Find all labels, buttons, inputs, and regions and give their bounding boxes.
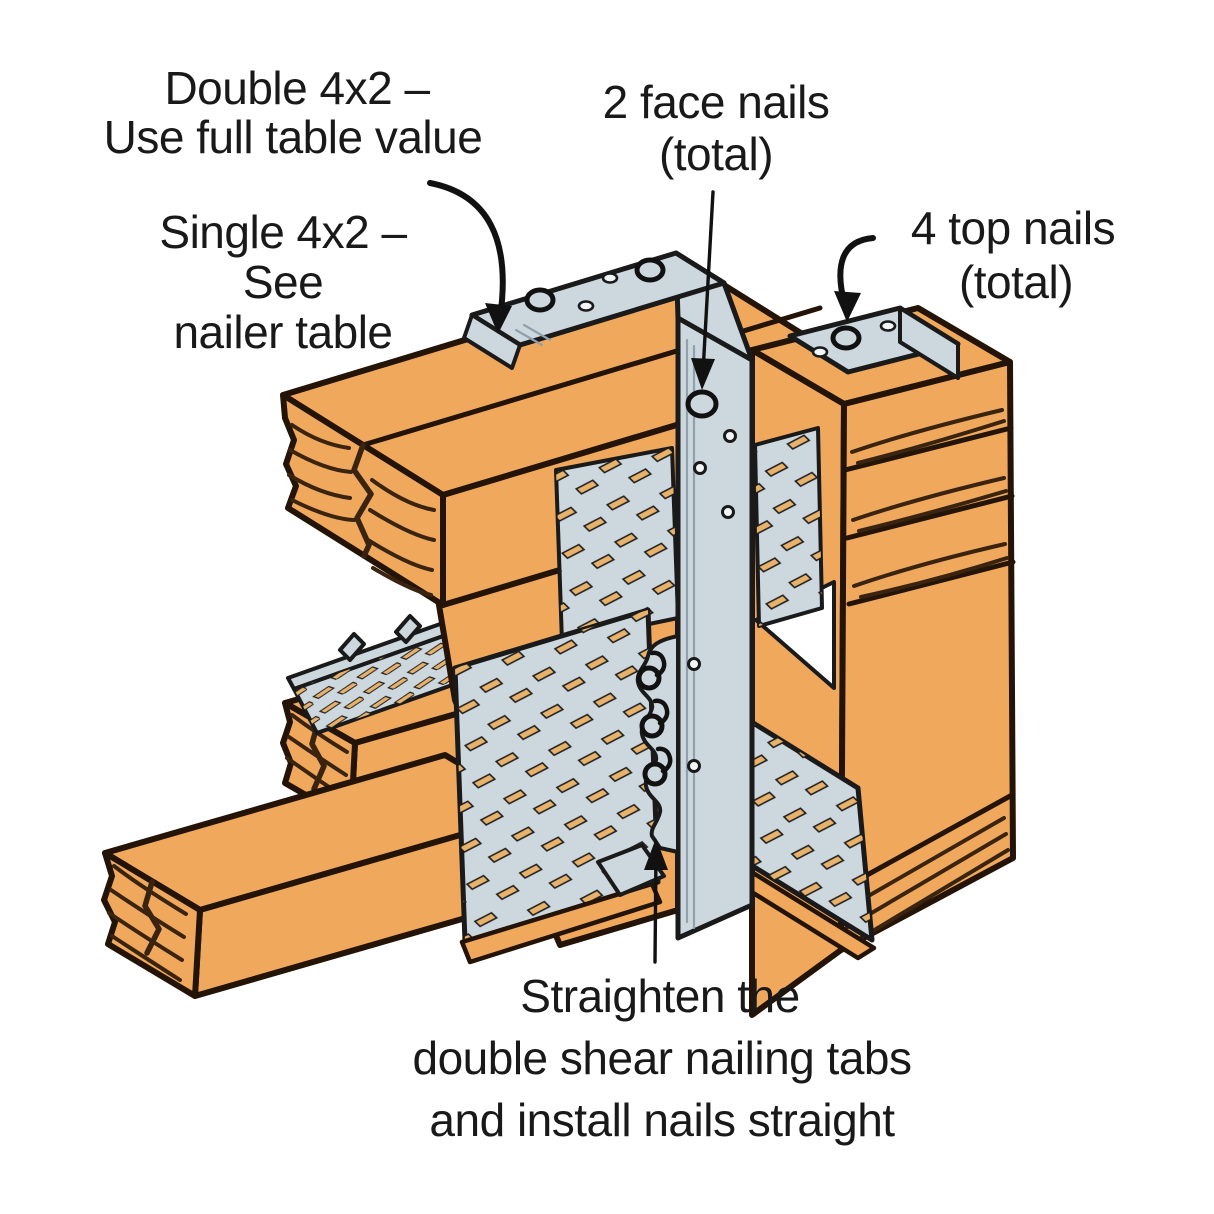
strap-right-bend xyxy=(898,306,960,380)
label-face-nails-line2: (total) xyxy=(659,128,773,180)
top-nail-head xyxy=(524,287,556,313)
label-straighten-line3: and install nails straight xyxy=(429,1094,895,1146)
leader-line-straighten xyxy=(644,838,668,964)
double-shear-nail xyxy=(639,698,670,739)
chord-edge-under-plate xyxy=(459,881,663,965)
label-straighten-line2: double shear nailing tabs xyxy=(413,1032,912,1084)
label-single-nailer-line1: Single 4x2 – xyxy=(159,206,407,258)
label-single-nailer-line2: See xyxy=(243,256,323,308)
strap-end-bend xyxy=(462,313,522,370)
label-straighten: Straighten the double shear nailing tabs… xyxy=(413,970,912,1146)
top-nail-head xyxy=(830,325,862,351)
leader-arrow-top-nails xyxy=(834,235,876,322)
top-nail-head xyxy=(634,257,666,283)
label-top-nails: 4 top nails (total) xyxy=(911,202,1116,308)
label-single-nailer-line3: nailer table xyxy=(173,306,392,358)
double-shear-tab-strip xyxy=(635,634,680,854)
top-flange-strap xyxy=(462,250,727,370)
beam-broken-end xyxy=(280,392,446,608)
leader-line-face-nails xyxy=(691,190,715,390)
top-flange-strap-right xyxy=(787,305,961,380)
hanger-seat xyxy=(596,843,666,897)
face-nail-head xyxy=(685,389,719,419)
hanger-face-plate xyxy=(673,250,755,941)
lower-chord-front xyxy=(101,752,543,999)
truss-plate-lower xyxy=(452,607,663,965)
label-double-nailer-line1: Double 4x2 – xyxy=(164,62,430,114)
truss-plate-girder-upper xyxy=(753,426,824,628)
label-double-nailer-line2: Use full table value xyxy=(104,111,483,163)
leader-arrow-double-nailer xyxy=(427,180,512,334)
label-top-nails-line2: (total) xyxy=(959,256,1073,308)
double-shear-nail xyxy=(642,746,673,787)
label-straighten-line1: Straighten the xyxy=(520,970,799,1022)
label-face-nails-line1: 2 face nails xyxy=(603,76,830,128)
label-face-nails: 2 face nails (total) xyxy=(603,76,830,180)
label-single-nailer: Single 4x2 – See nailer table xyxy=(159,206,408,358)
label-top-nails-line1: 4 top nails xyxy=(911,202,1115,254)
double-shear-nail xyxy=(636,650,667,691)
truss-plate-upper xyxy=(554,446,680,644)
label-double-nailer: Double 4x2 – Use full table value xyxy=(104,62,483,163)
